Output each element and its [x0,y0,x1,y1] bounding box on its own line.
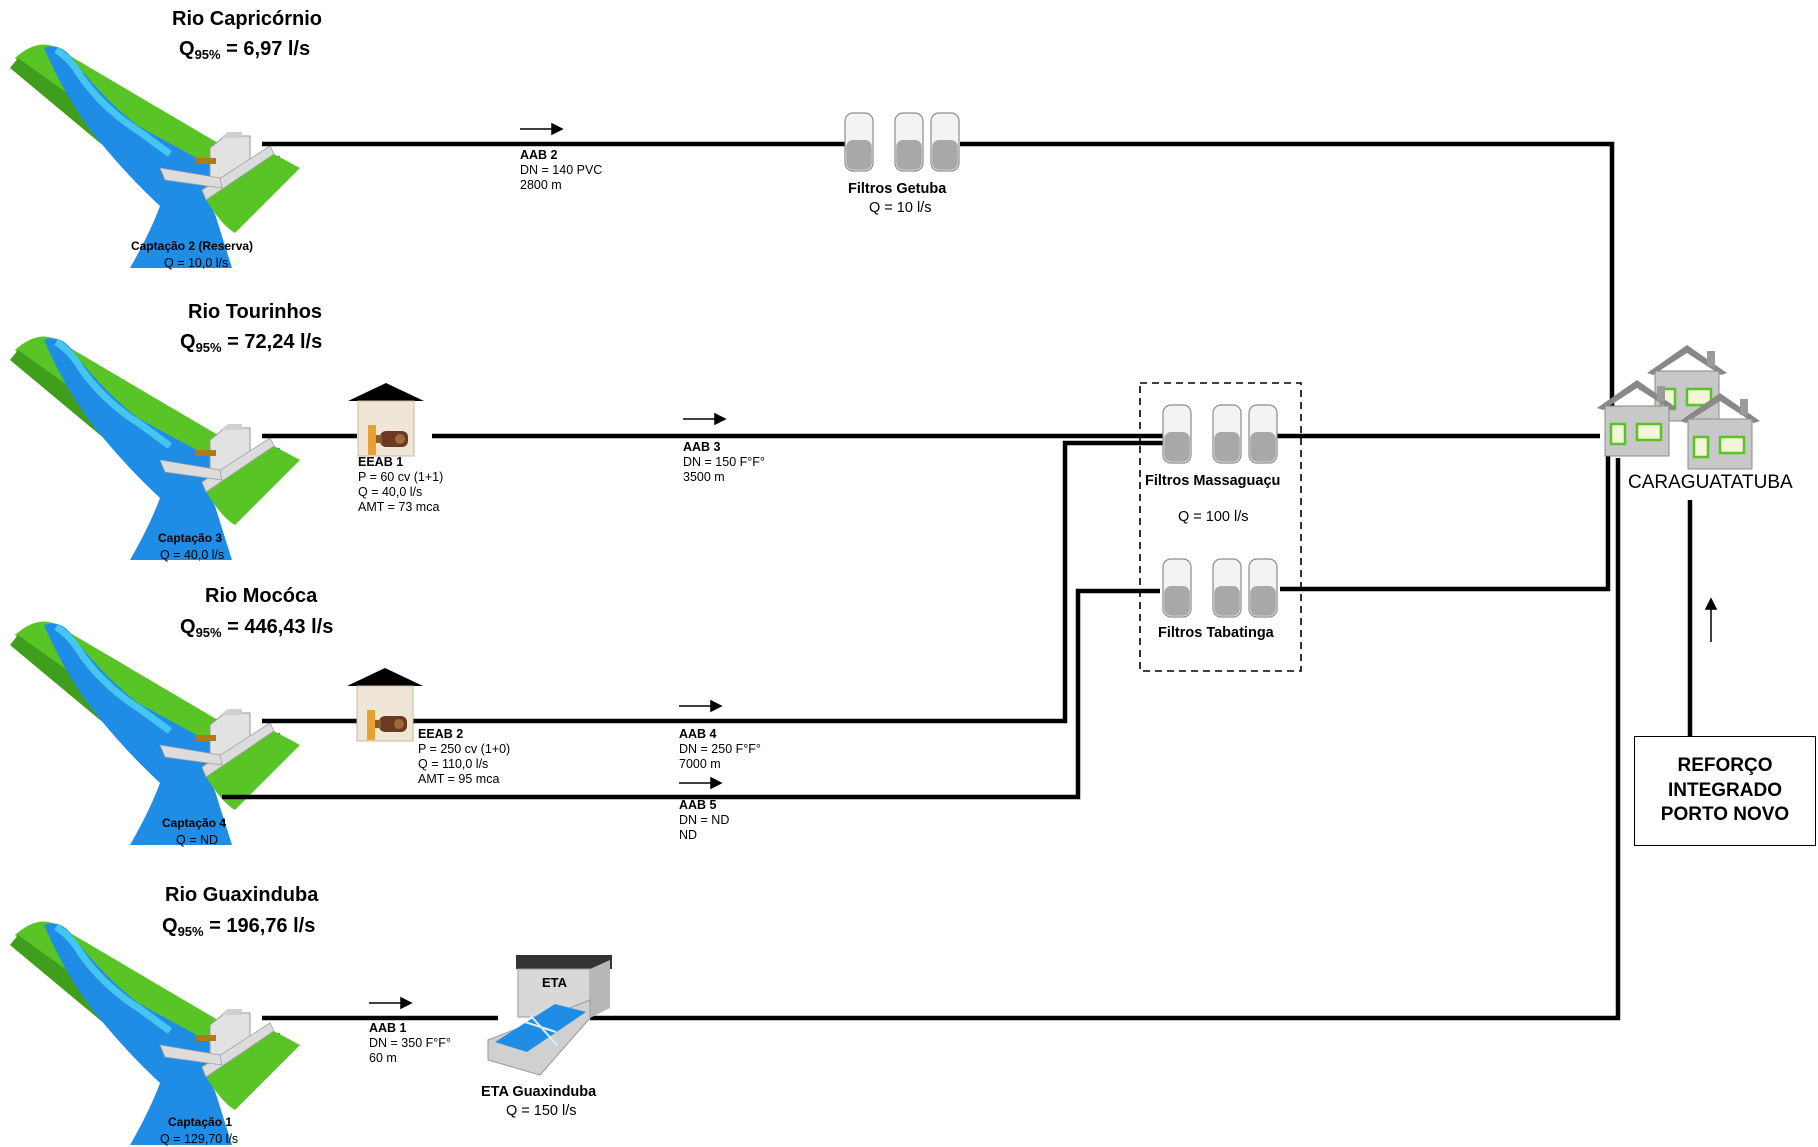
pipe-aab5 [222,588,1160,800]
filter-tabatinga-name: Filtros Tabatinga [1158,625,1274,641]
intake-tourinhos-art [10,337,300,560]
river-flow-capricornio: Q95% = 6,97 l/s [179,38,311,62]
reforco-line-2: INTEGRADO [1668,779,1782,801]
intake-name-tourinhos: Captação 3 [158,531,223,545]
intake-name-capricornio: Captação 2 (Reserva) [131,239,254,253]
intake-flow-guaxinduba: Q = 129,70 l/s [160,1132,239,1146]
intake-mococa-art [10,622,300,845]
river-title-tourinhos: Rio Tourinhos [188,301,323,323]
eta-building-icon [487,955,612,1076]
eta-flow: Q = 150 l/s [506,1103,577,1119]
pipe-tabatinga-to-city [1280,455,1611,592]
filters-group-frame [1139,382,1302,672]
river-flow-mococa: Q95% = 446,43 l/s [180,616,334,640]
pipe-getuba-to-city [960,141,1615,428]
filter-massaguacu-flow: Q = 100 l/s [1178,509,1249,525]
filter-tabatinga-tanks [1162,558,1278,618]
city-house-2 [1595,378,1679,458]
river-title-capricornio: Rio Capricórnio [172,8,323,30]
filter-getuba-flow: Q = 10 l/s [869,200,932,216]
pipeline-network [222,141,1693,1021]
reforco-line-3: PORTO NOVO [1660,804,1790,826]
flow-arrows [369,122,1718,1010]
intake-capricornio-art [10,45,300,268]
filter-massaguacu-tanks [1162,404,1278,464]
river-title-guaxinduba: Rio Guaxinduba [165,884,319,906]
river-title-mococa: Rio Mocóca [205,585,318,607]
filter-getuba-tanks [844,112,960,172]
pipe-aab4 [410,440,1163,724]
intake-name-guaxinduba: Captação 1 [168,1115,233,1129]
intake-flow-capricornio: Q = 10,0 l/s [164,256,229,270]
river-flow-tourinhos: Q95% = 72,24 l/s [180,331,323,355]
eta-sign: ETA [542,975,568,990]
reforco-integrado-box: REFORÇO INTEGRADO PORTO NOVO [1634,736,1816,846]
intake-flow-mococa: Q = ND [176,833,219,847]
filter-getuba-name: Filtros Getuba [848,181,947,197]
river-flow-guaxinduba: Q95% = 196,76 l/s [162,915,316,939]
city-name: CARAGUATATUBA [1628,472,1793,493]
intake-flow-tourinhos: Q = 40,0 l/s [160,548,225,562]
filter-massaguacu-name: Filtros Massaguaçu [1145,473,1281,489]
pipe-eta-to-city [590,458,1621,1021]
pump-station-eeab1-icon [347,382,425,457]
intake-guaxinduba-art [10,922,300,1145]
eta-name: ETA Guaxinduba [481,1084,597,1100]
intake-name-mococa: Captação 4 [162,816,227,830]
reforco-line-1: REFORÇO [1677,754,1773,776]
pump-station-eeab2-icon [346,667,424,742]
